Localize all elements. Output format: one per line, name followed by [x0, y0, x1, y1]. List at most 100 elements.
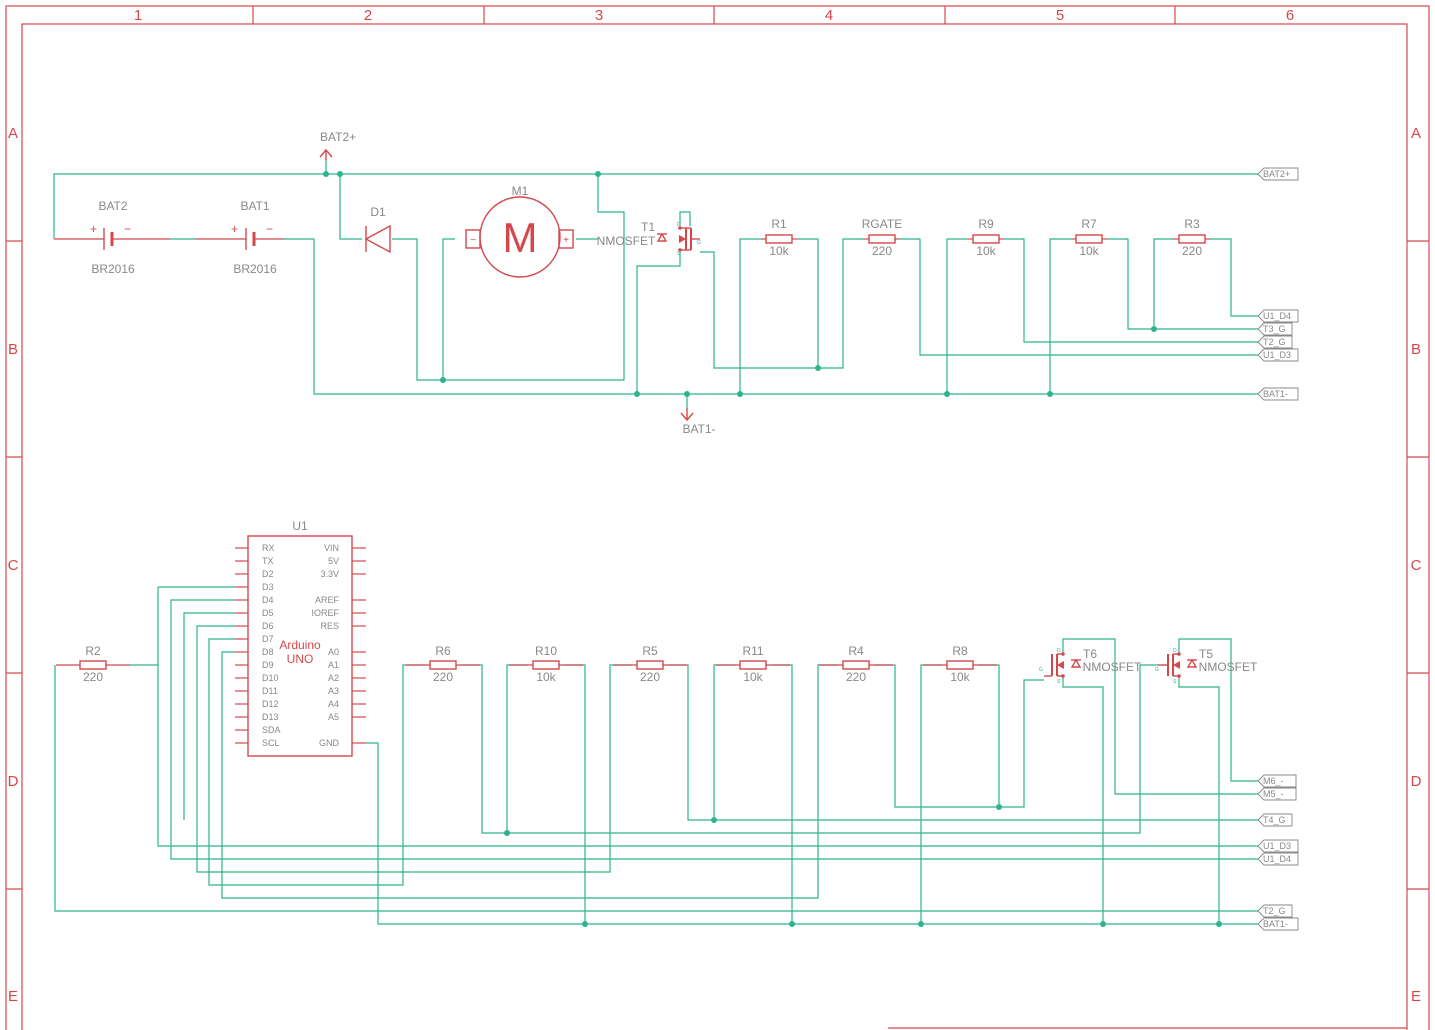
- u1-right-pin-label: RES: [320, 621, 339, 631]
- u1-right-pin-label: GND: [319, 738, 340, 748]
- u1-subtitle: UNO: [287, 652, 314, 666]
- r9-value: 10k: [976, 244, 996, 258]
- port-bat1minus-bottom: BAT1-: [1257, 917, 1299, 931]
- svg-text:T3_G: T3_G: [1263, 324, 1286, 334]
- u1-left-pin-label: D2: [262, 569, 274, 579]
- r7-value: 10k: [1079, 244, 1099, 258]
- resistor-value: 220: [640, 670, 660, 684]
- u1-right-pin-label: 3.3V: [320, 569, 339, 579]
- r3-ref: R3: [1184, 217, 1200, 231]
- u1-left-pin-label: D13: [262, 712, 279, 722]
- zone-col-6: 6: [1286, 7, 1294, 24]
- zone-col-2: 2: [364, 7, 372, 24]
- u1-ref: U1: [292, 519, 308, 533]
- port-bat1minus-top: BAT1-: [1257, 387, 1299, 401]
- resistor-value: 10k: [536, 670, 556, 684]
- arduino-u1: U1 Arduino UNO RXTXD2D3D4D5D6D7D8D9D10D1…: [235, 519, 366, 757]
- u1-left-pin-label: D3: [262, 582, 274, 592]
- top-junctions: [323, 171, 1157, 397]
- u1-left-pin-label: D6: [262, 621, 274, 631]
- u1-left-pin-label: D10: [262, 673, 279, 683]
- rgate-value: 220: [872, 244, 892, 258]
- battery-bat2: + − BAT2 BR2016: [54, 199, 170, 276]
- resistor-r7: R7 10k: [1072, 217, 1107, 258]
- u1-right-pin-label: A5: [328, 712, 339, 722]
- t5-g: G: [1155, 667, 1159, 673]
- u1-right-pin-label: 5V: [328, 556, 339, 566]
- top-wires: [53, 160, 1258, 408]
- resistor-r1: R1 10k: [761, 217, 797, 258]
- svg-text:U1_D3: U1_D3: [1263, 841, 1291, 851]
- zone-row-d-right: D: [1411, 773, 1422, 790]
- resistor-value: 10k: [950, 670, 970, 684]
- resistor-r8: R8 10k: [923, 644, 997, 684]
- u1-left-pin-label: TX: [262, 556, 274, 566]
- ground-label: BAT1-: [682, 422, 715, 436]
- svg-text:T2_G: T2_G: [1263, 337, 1286, 347]
- zone-labels: 1 2 3 4 5 6 A B C D E A B C D E: [8, 7, 1422, 1005]
- t6-ref: T6: [1083, 647, 1097, 661]
- bat1-ref: BAT1: [240, 199, 269, 213]
- t6-s: S: [1057, 679, 1061, 685]
- svg-text:BAT1-: BAT1-: [1263, 919, 1288, 929]
- t5-d: D: [1173, 648, 1177, 654]
- u1-right-pin-label: A2: [328, 673, 339, 683]
- supply-label: BAT2+: [320, 130, 356, 144]
- u1-right-pin-label: VIN: [324, 543, 339, 553]
- port-m6-minus: M6_-: [1257, 774, 1297, 788]
- r1-value: 10k: [769, 244, 789, 258]
- resistor-ref: R8: [952, 644, 968, 658]
- resistor-ref: R2: [85, 644, 101, 658]
- u1-left-pin-label: SCL: [262, 738, 280, 748]
- svg-text:BAT1-: BAT1-: [1263, 389, 1288, 399]
- u1-left-pin-label: D9: [262, 660, 274, 670]
- resistor-ref: R6: [435, 644, 451, 658]
- resistor-ref: R4: [848, 644, 864, 658]
- u1-right-pin-label: AREF: [315, 595, 340, 605]
- motor-minus: −: [470, 235, 476, 246]
- port-u1-d4-top: U1_D4: [1257, 309, 1299, 323]
- zone-row-c-right: C: [1411, 557, 1422, 574]
- resistor-rgate: RGATE 220: [862, 217, 902, 258]
- u1-right-pin-label: A3: [328, 686, 339, 696]
- r3-value: 220: [1182, 244, 1202, 258]
- ground-bat1minus: BAT1-: [680, 408, 716, 436]
- zone-row-b-right: B: [1411, 341, 1421, 358]
- t5-s: S: [1173, 679, 1177, 685]
- port-t2-g-bottom: T2_G: [1257, 904, 1293, 918]
- u1-title: Arduino: [279, 638, 321, 652]
- t5-type: NMOSFET: [1199, 660, 1258, 674]
- svg-text:BAT2+: BAT2+: [1263, 169, 1290, 179]
- svg-text:M5_-: M5_-: [1263, 789, 1284, 799]
- bat2-ref: BAT2: [98, 199, 127, 213]
- port-u1-d3-top: U1_D3: [1257, 348, 1299, 362]
- r9-ref: R9: [978, 217, 994, 231]
- u1-right-pin-label: IOREF: [311, 608, 339, 618]
- mosfet-t1: D G S T1 NMOSFET: [597, 220, 701, 257]
- bat1-value: BR2016: [233, 262, 277, 276]
- port-bat2plus-top: BAT2+: [1257, 167, 1299, 181]
- motor-plus: +: [563, 235, 569, 246]
- zone-row-b-left: B: [8, 341, 18, 358]
- mosfet-t5: D G S T5 NMOSFET: [1155, 647, 1258, 685]
- d1-ref: D1: [370, 205, 386, 219]
- u1-left-pin-label: D8: [262, 647, 274, 657]
- zone-col-1: 1: [134, 7, 142, 24]
- svg-text:U1_D4: U1_D4: [1263, 311, 1291, 321]
- m1-ref: M1: [512, 184, 529, 198]
- t6-d: D: [1057, 648, 1061, 654]
- mosfet-t6: D G S T6 NMOSFET: [1039, 647, 1142, 685]
- zone-row-a-right: A: [1411, 125, 1421, 142]
- u1-left-pin-label: D4: [262, 595, 274, 605]
- svg-text:U1_D3: U1_D3: [1263, 350, 1291, 360]
- rgate-ref: RGATE: [862, 217, 902, 231]
- supply-bat2plus: BAT2+: [319, 130, 356, 160]
- u1-right-pin-label: A0: [328, 647, 339, 657]
- t1-g: G: [697, 240, 701, 246]
- t1-type: NMOSFET: [597, 234, 656, 248]
- resistor-ref: R10: [535, 644, 557, 658]
